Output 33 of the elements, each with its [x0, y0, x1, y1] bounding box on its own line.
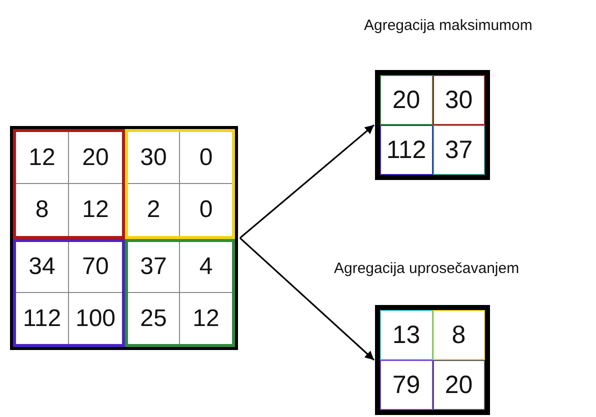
matrix-value: 12 — [192, 304, 220, 334]
matrix-value: 12 — [81, 195, 110, 225]
matrix-value: 34 — [16, 242, 69, 293]
matrix-value: 0 — [198, 195, 214, 225]
matrix-value: 13 — [380, 310, 432, 360]
pooling-window — [125, 129, 235, 239]
matrix-title: Agregacija uprosečavanjem — [334, 260, 520, 277]
matrix-title: Agregacija maksimumom — [364, 17, 532, 34]
pooling-window — [125, 239, 235, 347]
pooling-window — [13, 239, 125, 347]
matrix-value: 8 — [16, 184, 69, 236]
matrix-value: 20 — [69, 132, 122, 184]
matrix-value: 30 — [128, 132, 180, 184]
matrix-value: 37 — [128, 242, 180, 293]
arrow — [239, 237, 375, 361]
matrix-value: 70 — [69, 242, 122, 293]
matrix-value: 8 — [432, 310, 485, 360]
matrix-value: 25 — [128, 293, 180, 344]
arrow — [239, 124, 375, 239]
matrix-value: 37 — [432, 125, 485, 175]
matrix-value: 79 — [380, 360, 432, 410]
matrix-value: 30 — [432, 75, 485, 125]
input-matrix — [10, 126, 238, 350]
matrix-value: 20 — [432, 360, 485, 410]
matrix-value: 12 — [16, 132, 69, 184]
pooling-window — [13, 129, 125, 239]
matrix-value: 0 — [180, 132, 232, 184]
matrix-value: 4 — [180, 242, 232, 293]
matrix-value: 112 — [380, 125, 432, 175]
matrix-value: 2 — [128, 184, 180, 236]
matrix-value: 112 — [16, 293, 69, 344]
matrix-value: 100 — [74, 304, 117, 334]
matrix-value: 20 — [380, 75, 432, 125]
